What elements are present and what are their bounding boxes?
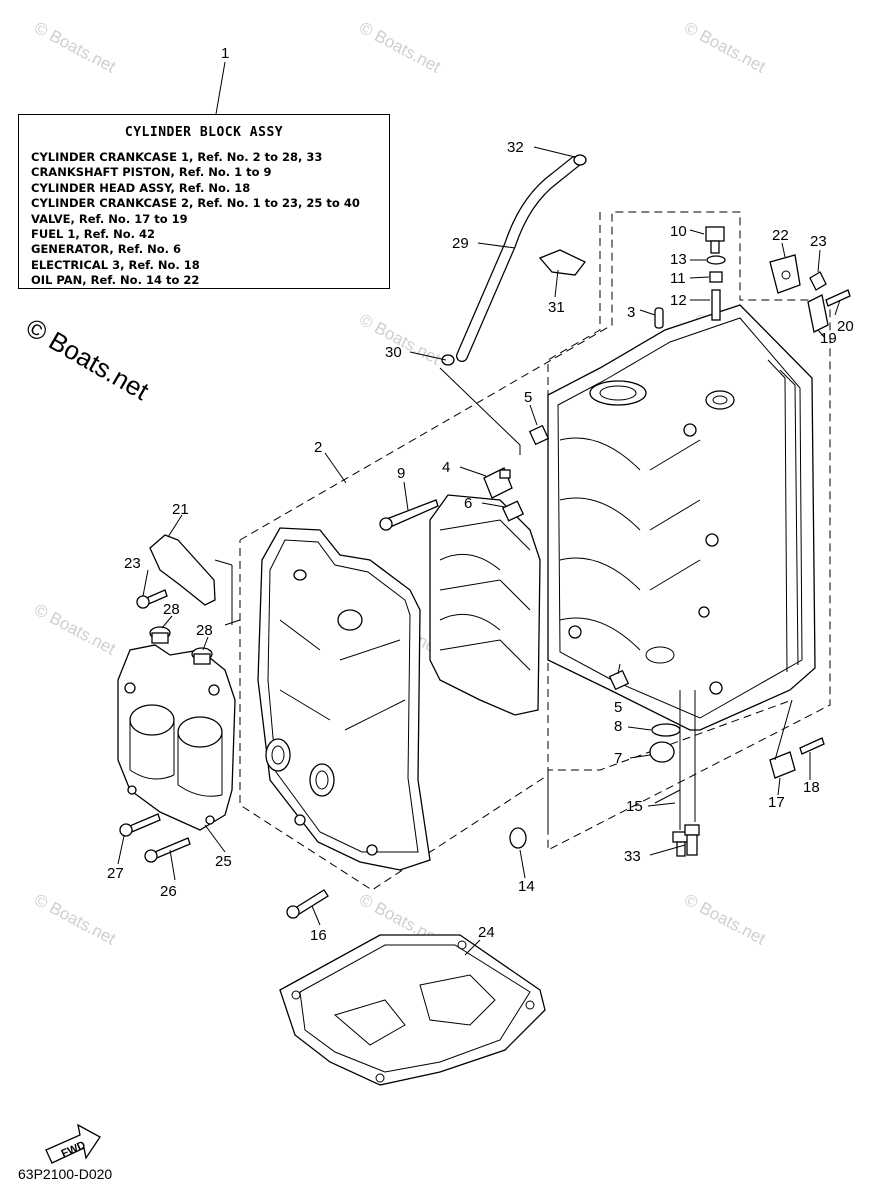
- leader-lines: [117, 61, 841, 956]
- callout-28: 28: [196, 622, 213, 639]
- legend-title: CYLINDER BLOCK ASSY: [124, 125, 284, 140]
- legend-line: CYLINDER CRANKCASE 2, Ref. No. 1 to 23, …: [31, 196, 360, 211]
- bracket: [149, 534, 216, 606]
- callout-18: 18: [803, 779, 820, 796]
- crankcase: [257, 527, 431, 871]
- screw: [711, 289, 721, 321]
- assembly-legend: CYLINDER BLOCK ASSY CYLINDER CRANKCASE 1…: [18, 114, 390, 289]
- callout-28: 28: [163, 601, 180, 618]
- callout-12: 12: [670, 292, 687, 309]
- washer: [706, 255, 726, 265]
- callout-26: 26: [160, 883, 177, 900]
- o-ring: [651, 723, 681, 737]
- legend-line: CRANKSHAFT PISTON, Ref. No. 1 to 9: [31, 165, 272, 180]
- callout-6: 6: [464, 495, 472, 512]
- plug: [149, 626, 171, 644]
- dowel: [608, 669, 630, 691]
- cylinder-block: [547, 304, 816, 731]
- nut: [709, 271, 723, 283]
- callout-1: 1: [221, 45, 229, 62]
- callout-19: 19: [820, 330, 837, 347]
- dowel-pin: [654, 307, 664, 329]
- dowel: [501, 500, 525, 522]
- cap: [649, 741, 675, 763]
- callout-16: 16: [310, 927, 327, 944]
- callout-25: 25: [215, 853, 232, 870]
- callout-17: 17: [768, 794, 785, 811]
- plug: [191, 647, 213, 665]
- legend-line: CYLINDER CRANKCASE 1, Ref. No. 2 to 28, …: [31, 150, 323, 164]
- callout-15: 15: [626, 798, 643, 815]
- callout-21: 21: [172, 501, 189, 518]
- callout-20: 20: [837, 318, 854, 335]
- callout-3: 3: [627, 304, 635, 321]
- bolt: [825, 289, 851, 307]
- bolt: [809, 271, 827, 291]
- legend-line: VALVE, Ref. No. 17 to 19: [31, 211, 188, 226]
- document-code: 63P2100-D020: [18, 1166, 113, 1182]
- callout-31: 31: [548, 299, 565, 316]
- gasket-plate: [769, 254, 801, 294]
- callout-5: 5: [524, 389, 532, 406]
- main-bearing-cap: [429, 494, 541, 716]
- callout-5: 5: [614, 699, 622, 716]
- clip: [769, 751, 796, 779]
- callout-32: 32: [507, 139, 524, 156]
- clamp: [538, 249, 587, 276]
- legend-line: OIL PAN, Ref. No. 14 to 22: [31, 273, 200, 288]
- bolt: [705, 226, 725, 254]
- callout-13: 13: [670, 251, 687, 268]
- callout-29: 29: [452, 235, 469, 252]
- legend-line: GENERATOR, Ref. No. 6: [31, 242, 181, 257]
- callouts: 1 2 3 4 5 5 6 7 8 9 10 11 12 13 14 15 16…: [107, 45, 854, 944]
- legend-line: CYLINDER HEAD ASSY, Ref. No. 18: [31, 180, 251, 195]
- callout-27: 27: [107, 865, 124, 882]
- dowel: [528, 424, 550, 446]
- fitting: [499, 469, 511, 479]
- callout-33: 33: [624, 848, 641, 865]
- o-ring: [509, 827, 527, 849]
- fwd-arrow-icon: FWD: [45, 1123, 101, 1164]
- callout-11: 11: [670, 270, 686, 287]
- callout-9: 9: [397, 465, 405, 482]
- clip: [441, 354, 455, 366]
- sensor: [684, 824, 700, 856]
- plate: [807, 294, 829, 333]
- callout-4: 4: [442, 459, 450, 476]
- bolt: [799, 737, 825, 755]
- callout-8: 8: [614, 718, 622, 735]
- callout-10: 10: [670, 223, 687, 240]
- clip: [573, 154, 587, 166]
- callout-23: 23: [810, 233, 827, 250]
- callout-23: 23: [124, 555, 141, 572]
- gasket: [279, 934, 546, 1086]
- legend-line: FUEL 1, Ref. No. 42: [31, 227, 156, 242]
- callout-7: 7: [614, 750, 622, 767]
- assembly-boundary-crankcase: [239, 211, 831, 891]
- callout-30: 30: [385, 344, 402, 361]
- legend-line: ELECTRICAL 3, Ref. No. 18: [31, 257, 200, 272]
- callout-2: 2: [314, 439, 322, 456]
- callout-14: 14: [518, 878, 535, 895]
- callout-24: 24: [478, 924, 495, 941]
- callout-22: 22: [772, 227, 789, 244]
- cylinder-head: [117, 644, 236, 831]
